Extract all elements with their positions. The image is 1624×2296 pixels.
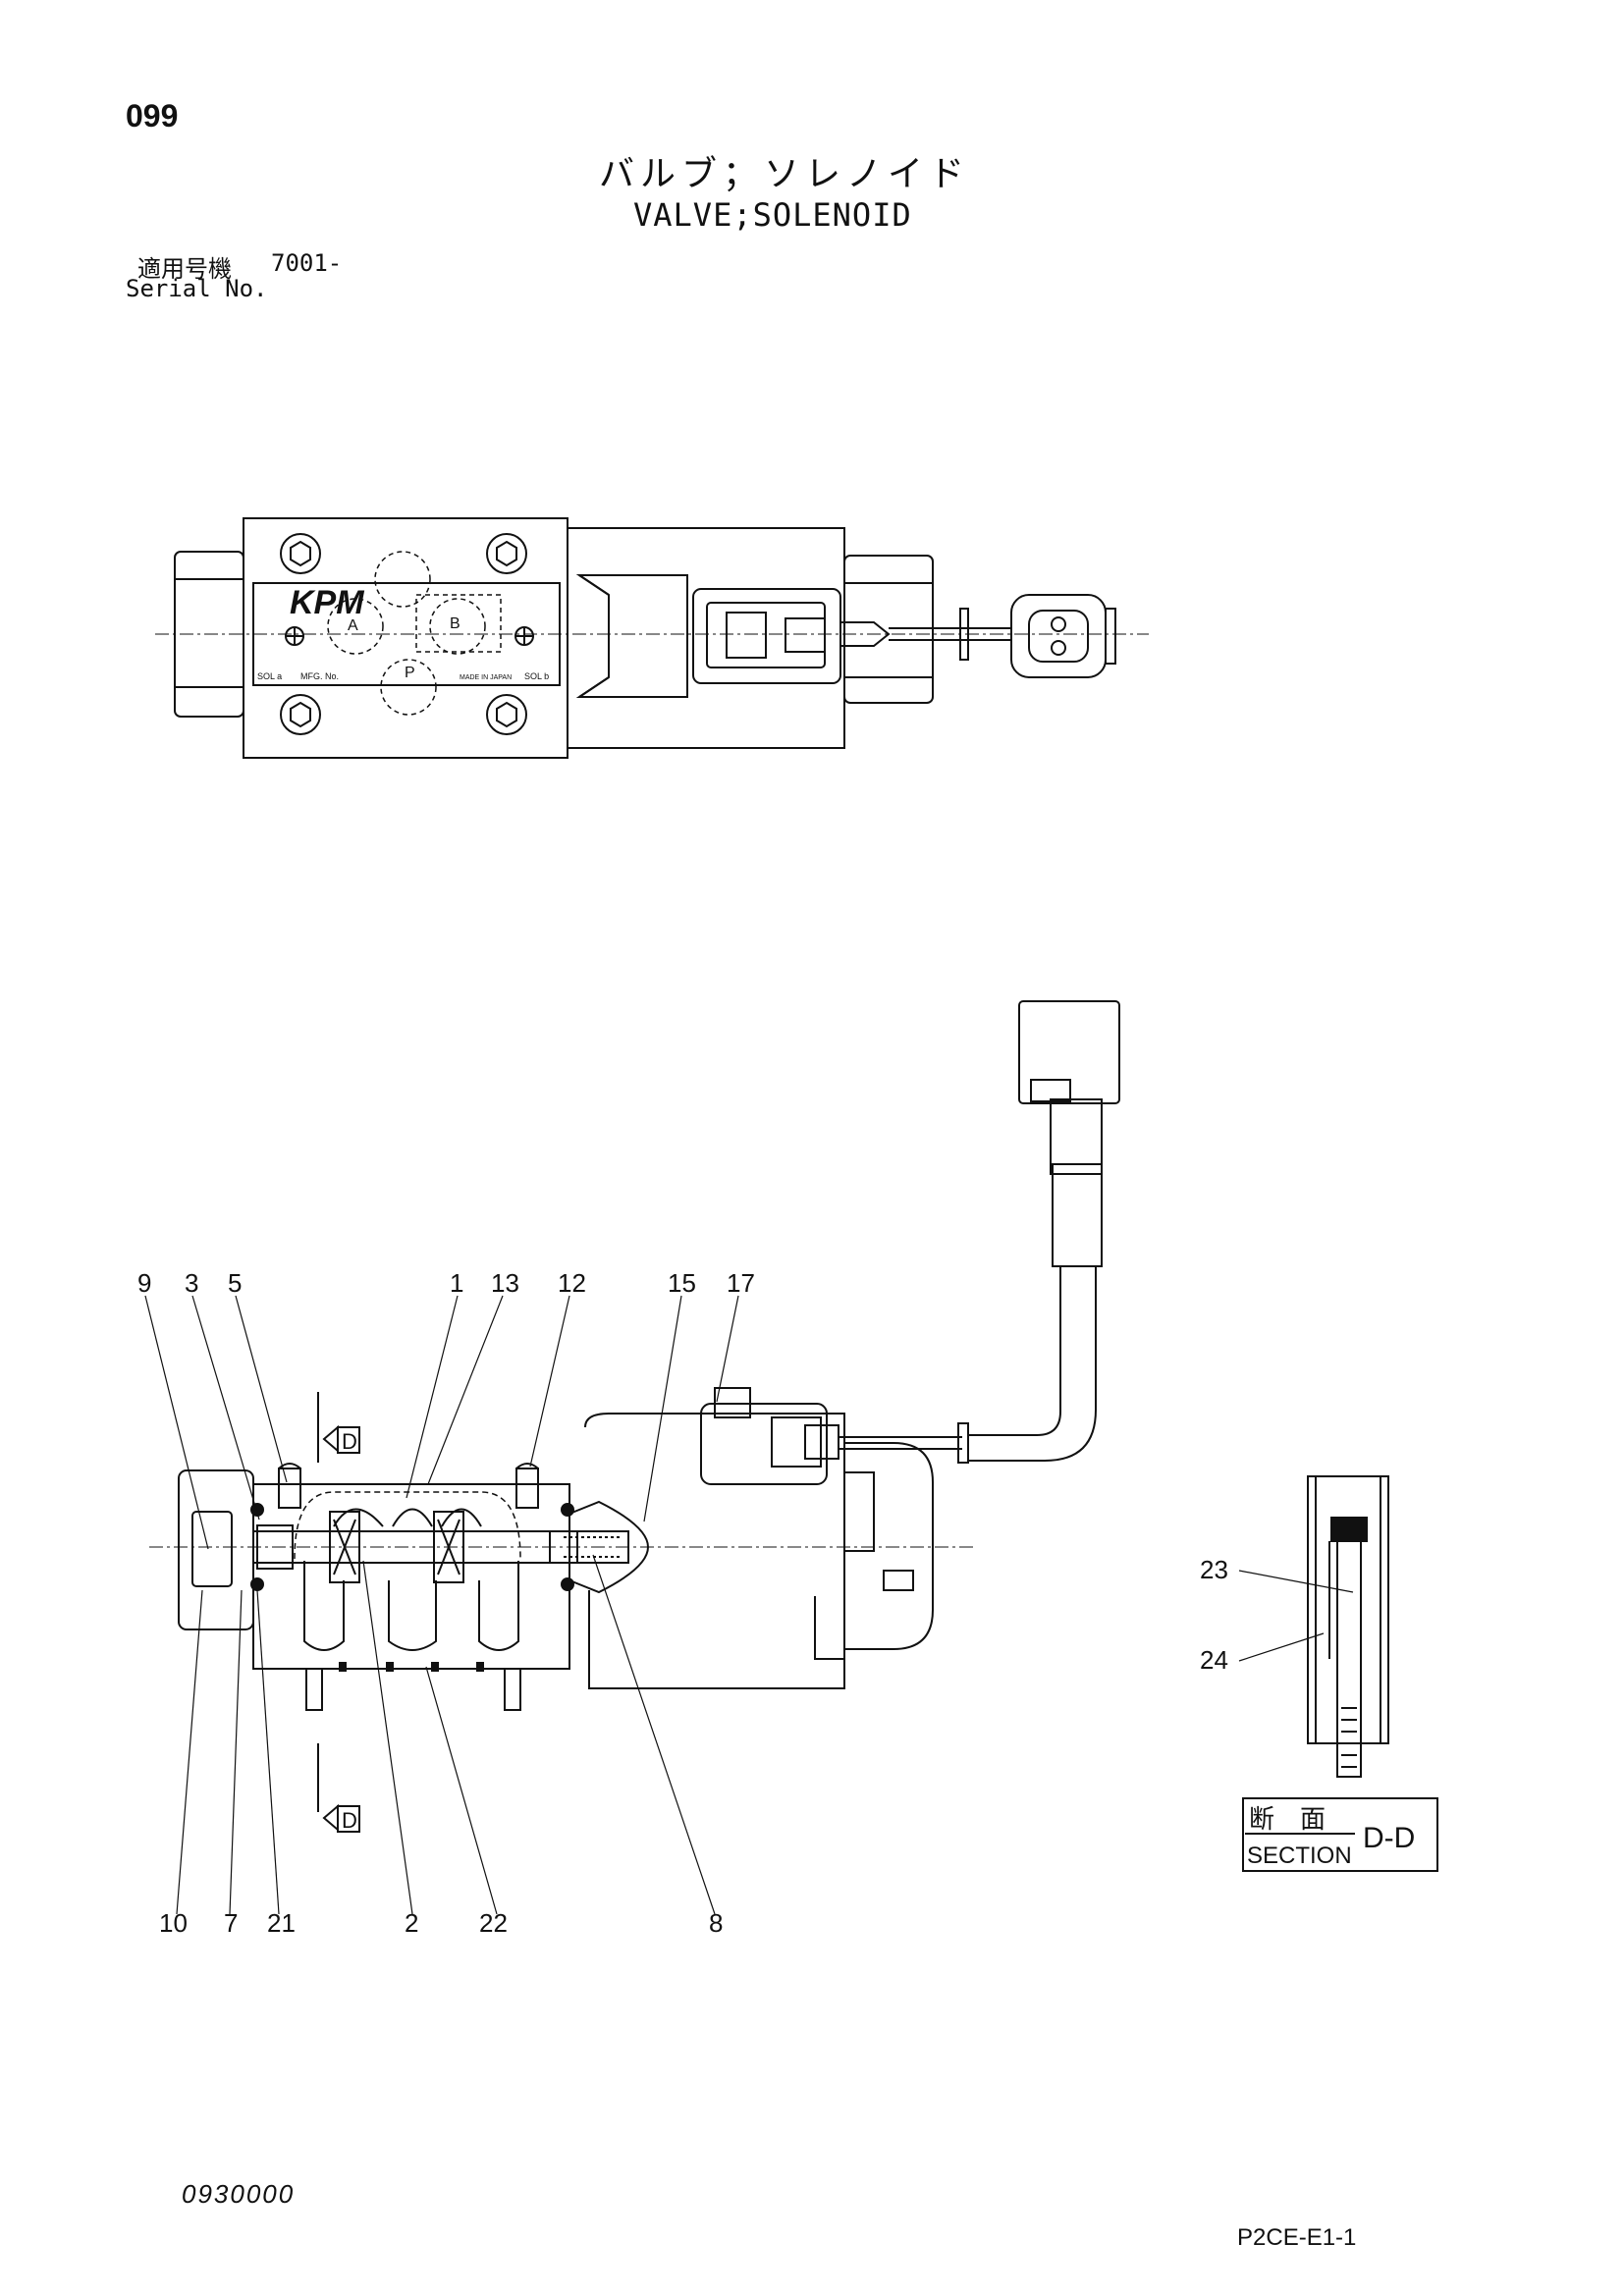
- serial-value: 7001-: [271, 249, 343, 277]
- section-dd-detail: [1307, 1475, 1389, 1778]
- callout-17: 17: [727, 1268, 755, 1298]
- plate-made-text: MADE IN JAPAN: [460, 674, 512, 681]
- callout-24: 24: [1200, 1645, 1228, 1675]
- section-marker-bottom-label: D: [342, 1808, 357, 1833]
- callout-7: 7: [224, 1908, 238, 1938]
- bolt-icon: [486, 694, 527, 735]
- serial-label-english: Serial No.: [126, 275, 268, 302]
- document-code: 0930000: [182, 2179, 296, 2209]
- bolt-icon: [280, 694, 321, 735]
- page-code: P2CE-E1-1: [1237, 2224, 1357, 2251]
- section-marker-top-label: D: [342, 1429, 357, 1454]
- brand-logo: KPM: [290, 584, 364, 621]
- plate-right-text: SOL b: [524, 671, 549, 681]
- title-japanese: バルブ；ソレノイド: [599, 154, 971, 194]
- section-label-box: [1242, 1797, 1438, 1872]
- callout-5: 5: [228, 1268, 242, 1298]
- callout-12: 12: [558, 1268, 586, 1298]
- leader-lines: [144, 1295, 1354, 1915]
- port-a-label: A: [348, 617, 358, 634]
- callout-3: 3: [185, 1268, 198, 1298]
- section-label-jp: 断 面: [1249, 1804, 1326, 1834]
- callout-9: 9: [137, 1268, 151, 1298]
- bolt-icon: [280, 533, 321, 574]
- section-view: [149, 1000, 1120, 1711]
- serial-label-japanese: 適用号機: [137, 255, 232, 283]
- callout-10: 10: [159, 1908, 188, 1938]
- callout-15: 15: [668, 1268, 696, 1298]
- callout-8: 8: [709, 1908, 723, 1938]
- port-p-label: P: [405, 665, 415, 681]
- section-label-id: D-D: [1363, 1822, 1415, 1854]
- section-label-en: SECTION: [1247, 1842, 1352, 1869]
- callout-2: 2: [405, 1908, 418, 1938]
- section-marker-bottom: [317, 1743, 360, 1833]
- callout-21: 21: [267, 1908, 296, 1938]
- bolt-icon: [486, 533, 527, 574]
- callout-23: 23: [1200, 1555, 1228, 1584]
- title-english: VALVE;SOLENOID: [633, 196, 912, 234]
- plate-mfg-text: MFG. No.: [300, 671, 339, 681]
- callout-1: 1: [450, 1268, 463, 1298]
- plate-left-text: SOL a: [257, 671, 282, 681]
- top-view: [155, 517, 1149, 759]
- callout-22: 22: [479, 1908, 508, 1938]
- callout-13: 13: [491, 1268, 519, 1298]
- page-number: 099: [126, 98, 179, 133]
- section-marker-top: [317, 1392, 360, 1463]
- port-b-label: B: [450, 615, 460, 632]
